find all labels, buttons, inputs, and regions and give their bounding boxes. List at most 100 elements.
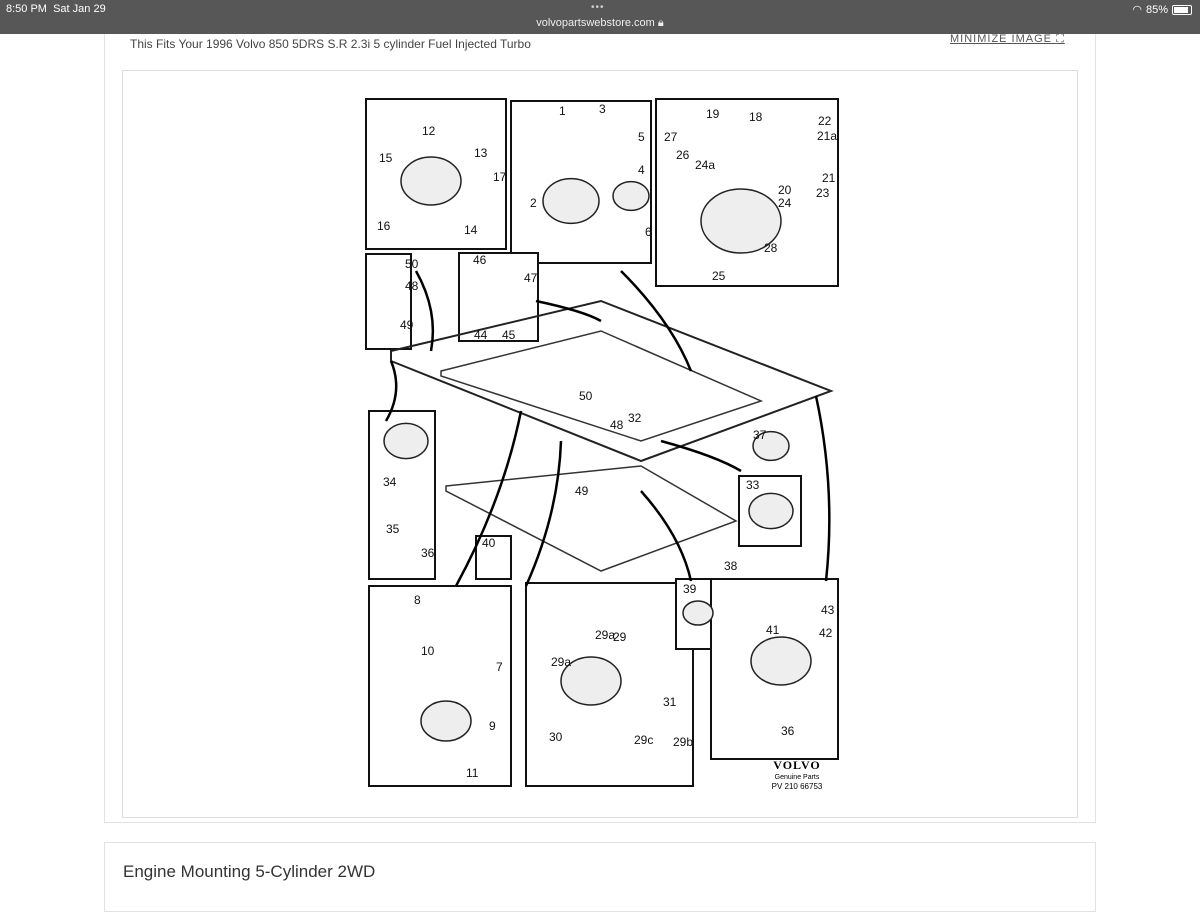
callout-number: 8 [414, 593, 421, 607]
callout-number: 49 [400, 318, 414, 332]
callout-number: 6 [645, 225, 652, 239]
callout-number: 32 [628, 411, 642, 425]
callout-number: 29a [595, 628, 615, 642]
callout-number: 24a [695, 158, 715, 172]
callout-number: 30 [549, 730, 563, 744]
callout-number: 11 [466, 766, 479, 780]
wifi-icon: ◠ [1132, 4, 1142, 16]
url-text: volvopartswebstore.com [536, 17, 655, 29]
callout-number: 5 [638, 130, 645, 144]
part-drawing [682, 600, 714, 626]
part-drawing [542, 177, 600, 225]
callout-number: 2 [530, 196, 537, 210]
callout-number: 38 [724, 559, 738, 573]
status-bar: 8:50 PM Sat Jan 29 ••• volvopartswebstor… [0, 0, 1200, 34]
callout-number: 27 [664, 130, 678, 144]
diagram-caption: Engine Mounting 5-Cylinder 2WD [123, 862, 376, 881]
callout-number: 3 [599, 102, 606, 116]
callout-number: 50 [579, 389, 593, 403]
callout-number: 36 [781, 724, 795, 738]
minimize-label: MINIMIZE IMAGE [950, 33, 1052, 45]
part-drawing [700, 188, 782, 254]
callout-number: 29b [673, 735, 693, 749]
callout-number: 7 [496, 660, 503, 674]
callout-number: 19 [706, 107, 720, 121]
part-drawing [752, 430, 790, 462]
splash-shield [445, 465, 738, 572]
callout-number: 18 [749, 110, 763, 124]
date: Sat Jan 29 [53, 3, 106, 15]
callout-number: 50 [405, 257, 419, 271]
callout-number: 47 [524, 271, 538, 285]
callout-number: 42 [819, 626, 833, 640]
callout-number: 39 [683, 582, 697, 596]
callout-number: 16 [377, 219, 391, 233]
callout-number: 21 [822, 171, 836, 185]
part-drawing [748, 492, 794, 530]
part-drawing [612, 180, 650, 212]
collapse-icon: ⛶ [1056, 33, 1065, 45]
callout-number: 4 [638, 163, 645, 177]
part-drawing [560, 656, 622, 706]
callout-number: 35 [386, 522, 400, 536]
part-drawing [400, 156, 462, 206]
callout-number: 20 [778, 183, 792, 197]
callout-number: 36 [421, 546, 435, 560]
part-drawing [420, 700, 472, 742]
subframe-inner [440, 330, 764, 442]
battery-percent: 85% [1145, 3, 1168, 16]
lock-icon: 🔒︎ [657, 17, 664, 29]
callout-number: 31 [663, 695, 677, 709]
callout-box [365, 98, 507, 250]
callout-number: 29a [551, 655, 571, 669]
genuine-parts-text: Genuine Parts [775, 774, 820, 781]
callout-number: 34 [383, 475, 397, 489]
address-bar[interactable]: volvopartswebstore.com 🔒︎ [0, 17, 1200, 30]
callout-number: 29 [613, 630, 627, 644]
callout-number: 43 [821, 603, 835, 617]
callout-number: 46 [473, 253, 487, 267]
callout-number: 26 [676, 148, 690, 162]
callout-number: 1 [559, 104, 566, 118]
leader-line [414, 270, 435, 352]
callout-number: 12 [422, 124, 436, 138]
minimize-image-link[interactable]: MINIMIZE IMAGE ⛶ [950, 33, 1065, 46]
callout-number: 10 [421, 644, 435, 658]
caption-card: Engine Mounting 5-Cylinder 2WD [104, 842, 1096, 912]
leader-line [660, 439, 742, 473]
fitment-text: This Fits Your 1996 Volvo 850 5DRS S.R 2… [130, 37, 531, 51]
callout-number: 29c [634, 733, 653, 747]
callout-number: 44 [474, 328, 488, 342]
callout-number: 15 [379, 151, 393, 165]
battery-icon [1172, 4, 1192, 15]
callout-number: 33 [746, 478, 760, 492]
leader-line [524, 440, 563, 587]
callout-number: 23 [816, 186, 830, 200]
callout-box [368, 585, 512, 787]
callout-number: 37 [753, 428, 767, 442]
callout-number: 48 [610, 418, 624, 432]
leader-line [454, 410, 523, 587]
more-dots-icon[interactable]: ••• [591, 2, 605, 13]
diagram-code: PV 210 66753 [772, 782, 823, 791]
leader-line [535, 299, 602, 323]
callout-number: 9 [489, 719, 496, 733]
status-time: 8:50 PM Sat Jan 29 [6, 3, 106, 15]
battery-status: ◠85% [1132, 3, 1192, 16]
leader-line [640, 490, 693, 582]
callout-number: 28 [764, 241, 778, 255]
callout-number: 17 [493, 170, 507, 184]
callout-number: 13 [474, 146, 488, 160]
callout-number: 45 [502, 328, 516, 342]
callout-number: 40 [482, 536, 496, 550]
part-drawing [383, 422, 429, 460]
leader-line [814, 395, 831, 582]
callout-number: 22 [818, 114, 832, 128]
part-drawing [750, 636, 812, 686]
callout-number: 48 [405, 279, 419, 293]
time: 8:50 PM [6, 3, 47, 15]
callout-box [475, 535, 512, 580]
callout-number: 25 [712, 269, 726, 283]
